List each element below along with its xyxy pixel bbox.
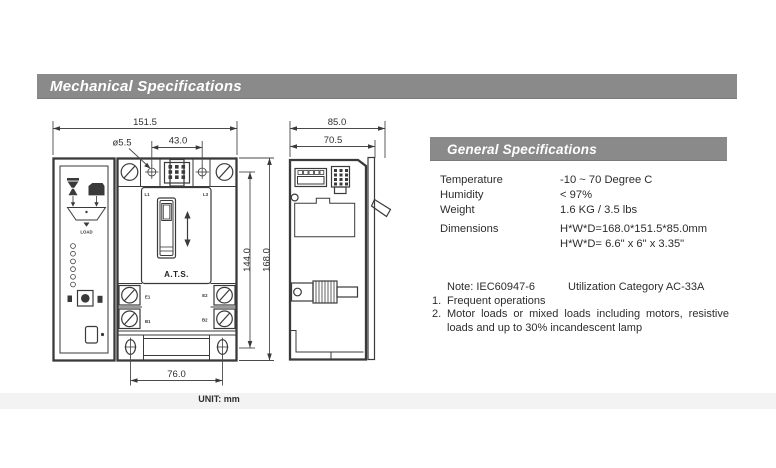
side-terminals: E1 E2 B1 B2	[117, 283, 237, 332]
spec-row-weight: Weight 1.6 KG / 3.5 lbs	[440, 203, 732, 218]
side-view-dimensions: 85.0 70.5	[289, 117, 386, 158]
spec-label: Humidity	[440, 189, 484, 201]
drive-shaft	[290, 280, 359, 304]
generator-source-icon	[88, 183, 105, 196]
terminal-label-l1: L1	[145, 192, 151, 197]
spec-value: < 97%	[560, 189, 593, 201]
push-button	[67, 289, 103, 307]
control-module: LOAD	[52, 157, 116, 362]
top-screw-terminal-left	[120, 163, 139, 181]
general-specs-table: Temperature -10 ~ 70 Degree C Humidity <…	[440, 173, 732, 252]
utility-source-icon	[67, 178, 79, 196]
dim-overall-width: 151.5	[133, 117, 157, 128]
dim-overall-height: 168.0	[262, 248, 273, 272]
load-label: LOAD	[80, 230, 92, 235]
up-down-arrow-icon	[184, 211, 191, 247]
mounting-hole-top-right	[195, 165, 209, 179]
spec-row-dimensions-inch: H*W*D= 6.6" x 6" x 3.35"	[440, 237, 732, 252]
control-module-panel	[59, 165, 109, 354]
switch-body: L1 L3 A.T.S.	[116, 157, 238, 362]
spec-value: 1.6 KG / 3.5 lbs	[560, 204, 638, 216]
top-screw-terminal-right	[215, 163, 234, 181]
terminal-label-b1: B1	[145, 319, 151, 324]
page-background-band	[0, 393, 776, 409]
control-module-outline	[52, 157, 116, 362]
dim-top-hole-spacing: 43.0	[169, 136, 188, 147]
toggle-handle	[156, 197, 177, 259]
mechanical-specifications-header: Mechanical Specifications	[37, 74, 737, 99]
spec-row-humidity: Humidity < 97%	[440, 188, 732, 203]
general-specifications-title: General Specifications	[447, 141, 597, 157]
spec-row-temperature: Temperature -10 ~ 70 Degree C	[440, 173, 732, 188]
note-item-1: 1. Frequent operations	[432, 295, 729, 309]
side-terminal-block	[294, 167, 328, 188]
mounting-feet	[117, 334, 237, 361]
side-view-drawing: 85.0 70.5	[288, 117, 392, 361]
status-led-column	[70, 243, 76, 288]
rear-plate	[367, 156, 376, 361]
spec-row-dimensions-mm: Dimensions H*W*D=168.0*151.5*85.0mm	[440, 222, 732, 237]
front-view-dimensions: 151.5 43.0 ø5.5 144.0	[52, 117, 274, 386]
side-handle	[370, 198, 392, 218]
spec-value: -10 ~ 70 Degree C	[560, 174, 653, 186]
note-item-number: 1.	[432, 294, 442, 307]
spec-label: Weight	[440, 204, 475, 216]
dim-bottom-hole-spacing: 76.0	[167, 369, 186, 380]
transfer-switch-diagram	[66, 196, 107, 227]
terminal-label-e1: E1	[145, 295, 151, 300]
unit-note: UNIT: mm	[198, 394, 240, 404]
side-connector	[330, 165, 351, 195]
dim-body-depth: 70.5	[324, 135, 343, 146]
mounting-hole-top-left	[145, 165, 159, 179]
note-item-2: 2. Motor loads or mixed loads including …	[432, 308, 729, 335]
spec-label: Temperature	[440, 174, 503, 186]
side-cover-panel	[294, 197, 356, 238]
note-item-text: Motor loads or mixed loads including mot…	[447, 308, 729, 334]
note-standard: Note: IEC60947-6	[447, 281, 536, 293]
dim-overall-depth: 85.0	[328, 117, 347, 128]
note-item-number: 2.	[432, 308, 442, 320]
note-utilization-category: Utilization Category AC-33A	[568, 281, 705, 293]
control-connector	[163, 158, 191, 187]
general-specifications-header: General Specifications	[430, 137, 727, 161]
terminal-label-b2: B2	[202, 318, 208, 323]
spec-label: Dimensions	[440, 223, 499, 235]
terminal-label-l3: L3	[203, 192, 209, 197]
face-panel	[140, 186, 212, 285]
selector-switch	[84, 325, 105, 344]
note-heading-line: Note: IEC60947-6 Utilization Category AC-…	[432, 281, 729, 295]
switch-body-outline	[116, 157, 238, 362]
note-item-text: Frequent operations	[447, 294, 546, 307]
dim-hole-diameter: ø5.5	[112, 138, 131, 149]
side-body-outline	[288, 158, 368, 361]
front-view-drawing: LOAD	[52, 117, 274, 386]
device-model-label: A.T.S.	[164, 270, 189, 279]
side-pivot-hole	[290, 193, 299, 202]
note-block: Note: IEC60947-6 Utilization Category AC-…	[432, 281, 729, 335]
mechanical-specifications-title: Mechanical Specifications	[50, 78, 242, 95]
dim-mount-height: 144.0	[242, 248, 253, 272]
spec-value: H*W*D= 6.6" x 6" x 3.35"	[560, 238, 685, 250]
terminal-label-e2: E2	[202, 293, 208, 298]
spec-value: H*W*D=168.0*151.5*85.0mm	[560, 223, 708, 235]
side-base-step	[289, 330, 364, 360]
